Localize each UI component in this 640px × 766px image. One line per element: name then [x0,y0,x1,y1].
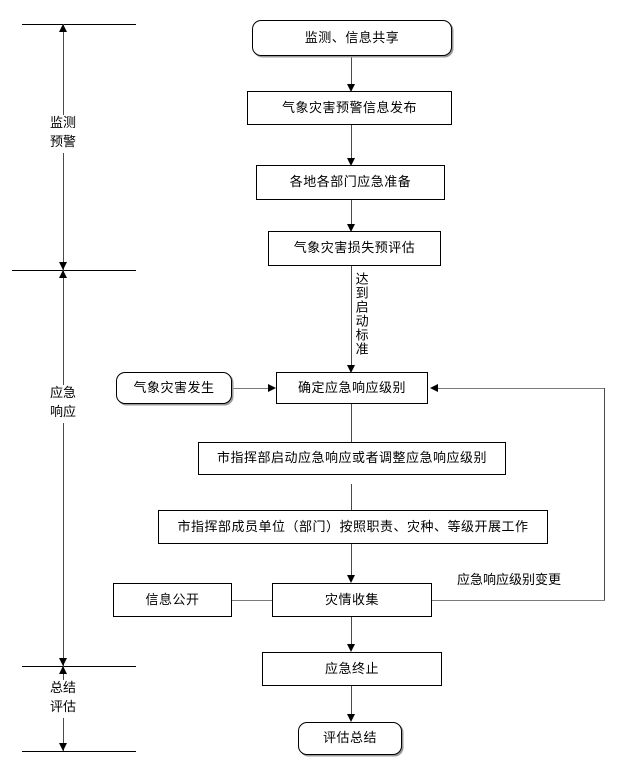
node-hq-start-adjust[interactable]: 市指挥部启动应急响应或者调整应急响应级别 [198,442,506,475]
node-monitor-share[interactable]: 监测、信息共享 [252,20,452,56]
arrow-monitor-to-warning [347,84,355,92]
connector-info-disclosure-to-collection [232,600,272,601]
phase-label-line1: 应急 [49,386,76,401]
node-determine-level[interactable]: 确定应急响应级别 [276,372,428,404]
arrow-prepare-to-assessment [347,224,355,232]
phase-label-summary-evaluation: 总结 评估 [18,680,108,718]
arrow-member-units-to-collection [347,575,355,583]
node-label: 监测、信息共享 [304,30,400,46]
arrow-warning-to-prepare [347,158,355,166]
connector-termination-to-summary [351,686,352,714]
connector-occurs-to-determine [232,388,270,389]
arrow-feedback-to-determine [430,384,438,392]
phase-tick-lower [22,666,136,667]
node-label: 市指挥部成员单位（部门）按照职责、灾种、等级开展工作 [177,519,529,535]
feedback-loop-right-segment [604,388,605,600]
phase-arrow-monitor-up [59,24,67,32]
node-loss-pre-assessment[interactable]: 气象灾害损失预评估 [268,231,441,266]
node-label: 市指挥部启动应急响应或者调整应急响应级别 [216,451,487,466]
node-label: 气象灾害预警信息发布 [281,100,417,116]
arrow-collection-to-termination [347,644,355,652]
node-label: 气象灾害损失预评估 [293,241,416,256]
phase-arrow-summary-up [59,666,67,674]
node-member-units-work[interactable]: 市指挥部成员单位（部门）按照职责、灾种、等级开展工作 [158,510,548,544]
phase-axis-response [63,270,64,666]
phase-tick-bottom [22,751,136,752]
phase-arrow-monitor-down [59,262,67,270]
arrow-occurs-to-determine [268,384,276,392]
connector-collection-to-termination [351,616,352,644]
phase-label-emergency-response: 应急 响应 [18,385,108,423]
phase-label-line2: 预警 [49,134,76,150]
phase-arrow-summary-down [59,743,67,751]
connector-warning-to-prepare [351,124,352,158]
node-label: 气象灾害发生 [133,380,215,396]
feedback-loop-bottom-segment [432,600,605,601]
connector-prepare-to-assessment [351,200,352,224]
phase-tick-mid [12,270,136,271]
node-label: 信息公开 [145,592,200,608]
phase-label-line2: 响应 [49,404,76,420]
phase-label-line2: 评估 [49,699,76,715]
node-local-dept-prepare[interactable]: 各地各部门应急准备 [256,165,445,200]
node-response-termination[interactable]: 应急终止 [262,652,442,686]
node-label: 应急终止 [324,661,379,677]
connector-hq-to-member-units [351,484,352,510]
phase-label-monitor-warning: 监测 预警 [18,115,108,153]
node-label: 评估总结 [322,731,377,746]
edge-label-reach-start-standard: 达到启动标准 [352,272,368,356]
node-label: 灾情收集 [324,592,379,608]
node-label: 各地各部门应急准备 [289,175,412,190]
arrow-assessment-to-determine [347,365,355,373]
node-assessment-summary[interactable]: 评估总结 [298,722,402,755]
phase-label-line1: 监测 [49,116,76,131]
node-info-disclosure[interactable]: 信息公开 [113,583,232,617]
connector-determine-to-hq [351,404,352,442]
node-disaster-collection[interactable]: 灾情收集 [272,583,432,617]
phase-label-line1: 总结 [49,681,76,696]
node-disaster-occurs[interactable]: 气象灾害发生 [116,372,232,404]
node-warning-release[interactable]: 气象灾害预警信息发布 [247,91,452,125]
phase-tick-top [22,24,136,25]
connector-assessment-to-determine [351,266,352,365]
node-label: 确定应急响应级别 [297,380,406,396]
edge-label-level-change: 应急响应级别变更 [457,573,562,588]
arrow-termination-to-summary [347,714,355,722]
connector-member-units-to-collection [351,544,352,575]
feedback-loop-top-segment [438,388,604,389]
phase-arrow-response-down [59,658,67,666]
phase-arrow-response-up [59,270,67,278]
connector-monitor-to-warning [351,55,352,85]
